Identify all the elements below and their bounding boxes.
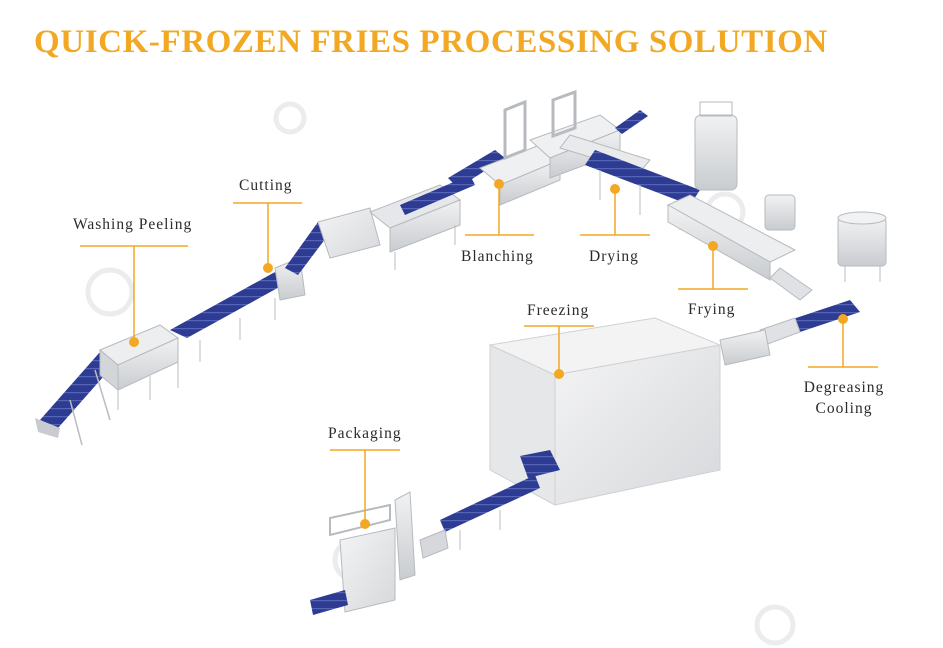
marker-packaging [360,519,370,529]
callout-frying [678,246,748,290]
outfeed-conveyor [440,475,540,550]
label-cutting: Cutting [239,177,293,194]
marker-cutting [263,263,273,273]
callout-drying [580,189,650,236]
label-washing-peeling: Washing Peeling [73,216,193,233]
marker-degreasing-cooling [838,314,848,324]
label-freezing: Freezing [527,302,590,319]
callout-blanching [465,184,534,236]
frying-machine [666,101,887,282]
inspection-conveyor [170,257,306,362]
callout-cutting [233,202,302,268]
elevator-conveyor [400,150,505,215]
packaging-machine [310,491,449,615]
marker-washing-peeling [129,337,139,347]
drying-machine [559,134,700,230]
label-degreasing: Degreasing [803,379,885,396]
label-packaging: Packaging [328,425,402,442]
callout-freezing [524,325,594,374]
label-frying: Frying [688,301,736,318]
callout-packaging [330,449,400,524]
label-blanching: Blanching [461,248,534,265]
label-cooling: Cooling [815,400,873,417]
page-title: QUICK-FROZEN FRIES PROCESSING SOLUTION [34,24,828,60]
label-degreasing-cooling: Degreasing Cooling [802,377,886,419]
marker-frying [708,241,718,251]
marker-blanching [494,179,504,189]
marker-drying [610,184,620,194]
degreasing-cooling-machine [719,267,860,366]
label-drying: Drying [589,248,639,265]
callout-degreasing-cooling [808,319,878,368]
callout-washing-peeling [80,245,188,342]
washing-peeling-machine [35,324,179,446]
marker-freezing [554,369,564,379]
freezing-tunnel [488,317,722,506]
